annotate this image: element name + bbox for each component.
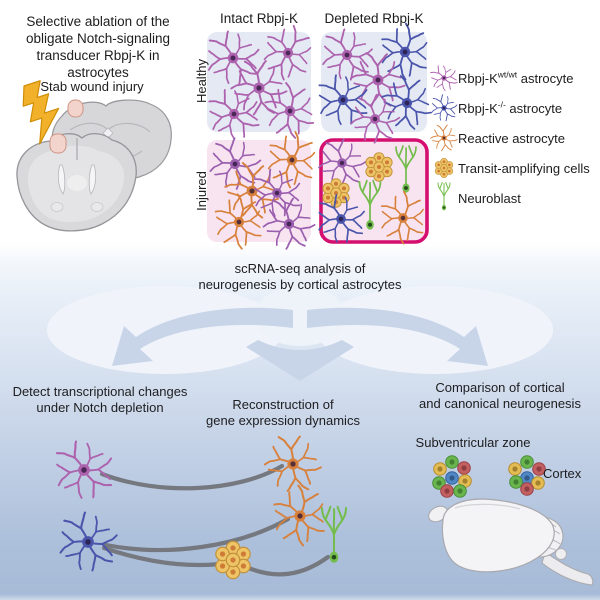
astrocyte-purple — [48, 437, 119, 505]
astrocyte-reactive — [262, 478, 337, 555]
brainstem — [541, 551, 594, 586]
legend-item-wt-astrocyte: Rbpj-Kwt/wt astrocyte — [458, 69, 574, 86]
arrow-left — [112, 307, 293, 366]
neuroblast — [320, 505, 348, 564]
main-title-line: Selective ablation of the — [26, 14, 170, 29]
column-header-intact: Intact Rbpj-K — [219, 11, 299, 26]
outcome-comparison-label: Comparison of cortical and canonical neu… — [419, 380, 581, 411]
transit-amplifying-cells — [215, 540, 251, 580]
front-coronal-slice — [16, 133, 137, 232]
legend-item-transit-amplifying: Transit-amplifying cells — [458, 161, 590, 176]
cerebrum — [441, 498, 555, 573]
cortex-cell-cluster-icon — [508, 455, 546, 496]
svz-label: Subventricular zone — [415, 435, 531, 450]
legend-item-neuroblast: Neuroblast — [458, 191, 521, 206]
astrocyte-blue — [49, 505, 127, 581]
lightning-bolt-icon — [22, 80, 60, 145]
main-title-line: transducer Rbpj-K in astrocytes — [36, 48, 160, 80]
trajectory-line-1 — [99, 463, 285, 491]
blue-astrocyte-icon — [426, 91, 461, 125]
cortex-label: Cortex — [543, 466, 582, 481]
transit-amplifying-cells — [365, 152, 393, 182]
arrow-right — [307, 307, 488, 366]
column-header-depleted: Depleted Rbpj-K — [324, 11, 424, 26]
transit-amplifying-cells — [322, 178, 350, 208]
main-title-line: obligate Notch-signaling — [25, 31, 171, 46]
row-label-injured: Injured — [194, 171, 209, 211]
legend-sup: wt/wt — [497, 69, 518, 80]
outcome-transcriptional-changes-label: Detect transcriptional changes under Not… — [12, 384, 188, 415]
astrocyte-reactive — [252, 424, 333, 505]
neuroblast-icon — [437, 181, 451, 211]
purple-astrocyte-icon — [430, 65, 458, 91]
legend-item-ko-astrocyte: Rbpj-K-/- astrocyte — [458, 99, 563, 116]
main-title: Selective ablation of the obligate Notch… — [5, 13, 191, 81]
trajectory-line-2 — [103, 516, 291, 553]
outcome-gene-expression-label: Reconstruction of gene expression dynami… — [206, 397, 360, 428]
branching-arrows — [47, 286, 553, 381]
coronal-brain-sections — [16, 80, 172, 232]
condition-panels — [199, 18, 443, 261]
stab-wound-label: Stab wound injury — [40, 79, 144, 94]
mouse-brain-illustration — [428, 455, 594, 586]
legend-sup: -/- — [497, 99, 506, 110]
arrow-center — [246, 340, 354, 381]
legend-item-reactive-astrocyte: Reactive astrocyte — [458, 131, 565, 146]
scrna-caption: scRNA-seq analysis of neurogenesis by co… — [198, 261, 402, 292]
row-label-healthy: Healthy — [194, 58, 209, 104]
svz-cell-cluster-icon — [432, 455, 472, 498]
trajectory-diagram — [48, 424, 348, 581]
transit-amplifying-cells-icon — [434, 158, 454, 178]
